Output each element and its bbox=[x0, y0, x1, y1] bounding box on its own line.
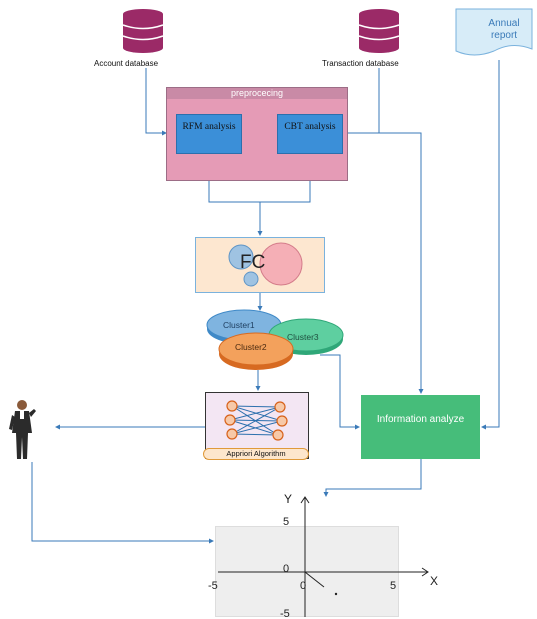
account-database-label: Account database bbox=[94, 59, 159, 68]
apriori-label: Appriori Algorithm bbox=[203, 448, 309, 460]
clusters-icon bbox=[206, 309, 344, 370]
information-analyze-label: Information analyze bbox=[376, 414, 465, 425]
y-tick-0: 0 bbox=[283, 563, 290, 575]
cbt-analysis-label: CBT analysis bbox=[284, 122, 336, 132]
cbt-analysis-box: CBT analysis bbox=[277, 114, 343, 154]
cluster2-label: Cluster2 bbox=[235, 342, 267, 352]
fc-label: FC bbox=[240, 252, 266, 273]
rfm-analysis-label: RFM analysis bbox=[182, 122, 236, 132]
information-analyze-box: Information analyze bbox=[361, 395, 480, 459]
cluster1-label: Cluster1 bbox=[223, 320, 255, 330]
transaction-database-icon bbox=[358, 9, 400, 53]
y-axis-label: Y bbox=[284, 492, 293, 506]
network-icon bbox=[224, 400, 288, 441]
cluster3-label: Cluster3 bbox=[287, 332, 319, 342]
fc-circles-icon bbox=[228, 242, 303, 287]
y-tick-5: 5 bbox=[283, 516, 290, 528]
x-tick-neg5: -5 bbox=[208, 580, 218, 592]
annual-report-label: Annual report bbox=[488, 18, 520, 41]
x-tick-5: 5 bbox=[390, 580, 397, 592]
x-tick-0: 0 bbox=[300, 580, 307, 592]
transaction-database-label: Transaction database bbox=[322, 59, 399, 68]
xy-axes-chart bbox=[218, 496, 429, 617]
preprocessing-title: preprocecing bbox=[167, 88, 347, 99]
apriori-box bbox=[205, 392, 309, 459]
rfm-analysis-box: RFM analysis bbox=[176, 114, 242, 154]
x-axis-label: X bbox=[430, 574, 439, 588]
annual-report-document-icon bbox=[455, 8, 533, 56]
y-tick-neg5: -5 bbox=[280, 608, 290, 619]
businessman-icon bbox=[9, 400, 36, 459]
account-database-icon bbox=[122, 9, 164, 53]
